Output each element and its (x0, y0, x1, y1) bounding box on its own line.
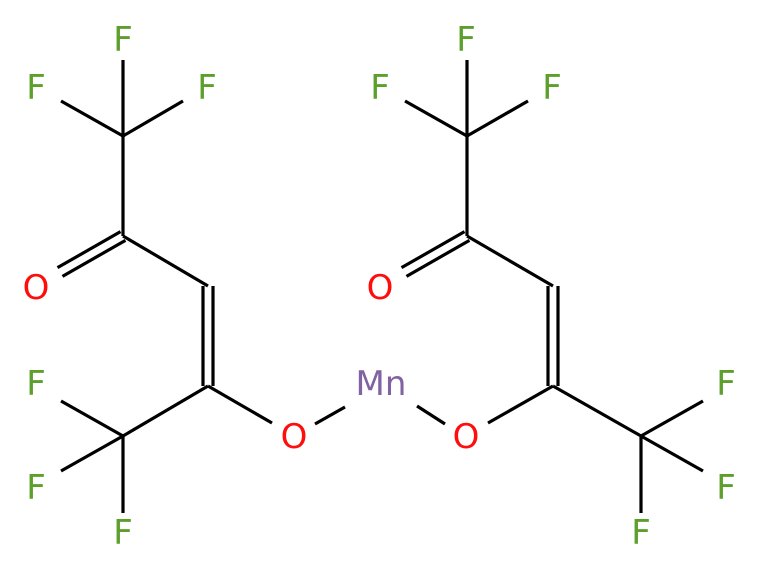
single-bond (416, 404, 446, 426)
bonds (56, 60, 704, 513)
single-bond (487, 384, 554, 425)
fluorine-atom-label: F (370, 68, 390, 108)
single-bond (122, 384, 209, 438)
fluorine-atom-label: F (716, 468, 736, 508)
fluorine-atom-label: F (716, 364, 736, 404)
single-bond (60, 434, 124, 473)
single-bond (404, 99, 468, 138)
fluorine-atom-label: F (26, 68, 46, 108)
single-bond (314, 405, 346, 426)
fluorine-atom-label: F (631, 513, 651, 553)
double-bond-line-b (405, 238, 471, 278)
single-bond (552, 384, 642, 438)
single-bond (122, 234, 209, 288)
fluorine-atom-label: F (542, 68, 562, 108)
single-bond (122, 99, 184, 138)
double-bond-line-a (56, 230, 122, 270)
single-bond (466, 234, 554, 288)
manganese-atom-label: Mn (356, 364, 407, 404)
double-bond-line-b (61, 238, 127, 278)
single-bond (640, 434, 704, 473)
single-bond (466, 99, 529, 138)
double-bond-line-a (400, 230, 466, 270)
oxygen-atom-label: O (453, 417, 480, 457)
single-bond (60, 99, 124, 138)
fluorine-atom-label: F (456, 20, 476, 60)
single-bond (207, 384, 273, 425)
oxygen-atom-label: O (367, 268, 394, 308)
oxygen-atom-label: O (281, 417, 308, 457)
oxygen-atom-label: O (23, 268, 50, 308)
fluorine-atom-label: F (113, 513, 133, 553)
fluorine-atom-label: F (26, 364, 46, 404)
fluorine-atom-label: F (197, 68, 217, 108)
fluorine-atom-label: F (26, 468, 46, 508)
single-bond (640, 399, 704, 438)
fluorine-atom-label: F (113, 20, 133, 60)
single-bond (60, 399, 124, 438)
